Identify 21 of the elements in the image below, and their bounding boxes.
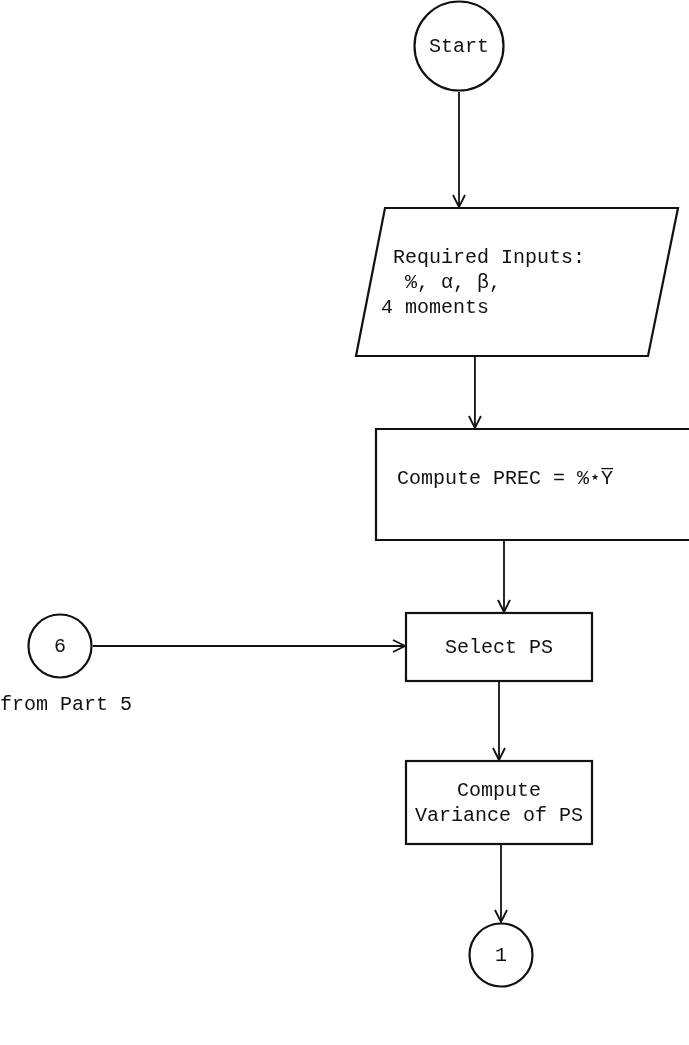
node-label: Compute PREC = %⋆Y̅ [397,466,614,491]
connector-circle [468,922,534,988]
arrow [494,844,508,923]
process-box [375,428,689,541]
node-label: Compute Variance of PS [414,777,584,828]
arrow [452,91,466,208]
node-label: 1 [495,942,507,968]
arrow [92,639,406,653]
process-box [405,612,593,682]
node-label: %, α, β, 4 moments [381,269,502,320]
arrow [497,540,511,613]
arrow [468,356,482,429]
connector-circle [27,613,93,679]
node-label: Start [429,33,489,59]
node-label: 6 [54,633,66,659]
node-heading: Required Inputs: [393,244,586,270]
node-caption: from Part 5 [0,693,133,716]
start-terminal-circle [413,0,505,92]
arrow [492,681,506,761]
process-box [405,760,593,845]
node-label: Select PS [445,634,553,660]
